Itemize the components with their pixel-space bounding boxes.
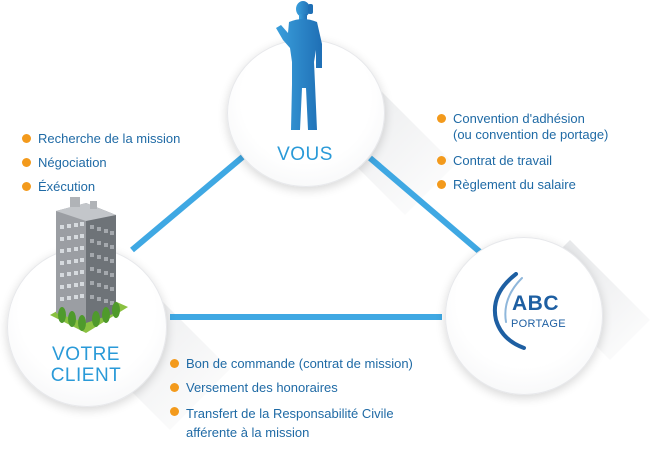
abc-portage-logo [493,272,526,350]
bullet-icon [170,407,179,416]
connector-vous-abc [368,155,482,255]
client-label: VOTRE CLIENT [36,344,136,386]
vous-label: VOUS [277,144,333,165]
bullet-icon [170,383,179,392]
abc-contracts-list: Convention d'adhésion (ou convention de … [437,111,642,201]
client-label-line1: VOTRE [52,344,120,365]
list-item: Éxécution [22,179,232,195]
bullet-icon [22,134,31,143]
list-item: Bon de commande (contrat de mission) [170,356,460,372]
abc-circle [445,237,603,395]
list-item: Recherche de la mission [22,131,232,147]
bullet-icon [437,180,446,189]
person-silhouette-icon [276,1,322,130]
list-item: Transfert de la Responsabilité Civile af… [170,404,460,442]
list-item: Contrat de travail [437,153,642,169]
client-label-line2: CLIENT [50,365,122,386]
abc-logo-text: ABC [512,292,559,315]
bullet-icon [22,158,31,167]
office-building-icon [50,197,128,333]
bullet-icon [170,359,179,368]
list-item: Négociation [22,155,232,171]
list-item: Règlement du salaire [437,177,642,193]
mission-items-list: Bon de commande (contrat de mission) Ver… [170,356,460,450]
abc-logo-subtext: PORTAGE [511,318,566,330]
list-item: Convention d'adhésion (ou convention de … [437,111,642,143]
client-tasks-list: Recherche de la mission Négociation Éxéc… [22,131,232,203]
bullet-icon [22,182,31,191]
bullet-icon [437,156,446,165]
list-item: Versement des honoraires [170,380,460,396]
connector-vous-client [130,152,247,253]
bullet-icon [437,114,446,123]
